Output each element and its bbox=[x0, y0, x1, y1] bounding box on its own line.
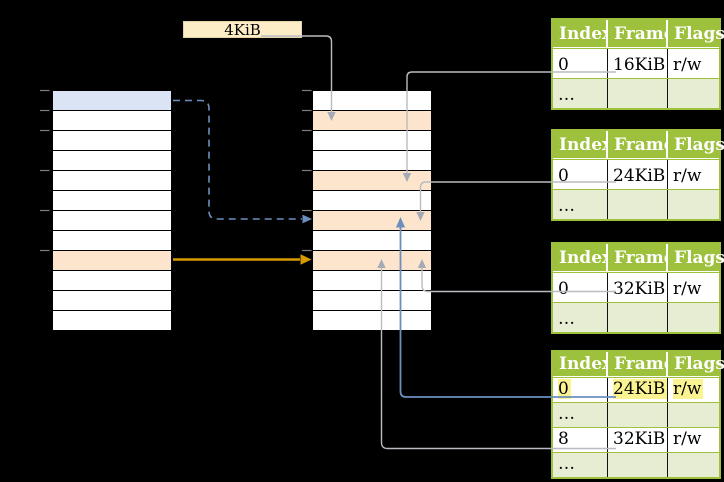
cell-frame bbox=[608, 303, 668, 332]
cell-index: … bbox=[553, 190, 608, 219]
page-size-label-box: 4KiB bbox=[183, 20, 302, 39]
arrowhead-l1-orange bbox=[300, 254, 312, 265]
cell-flags: r/w bbox=[668, 428, 719, 452]
column-header-frame: Frame bbox=[608, 20, 675, 48]
cell-index: 0 bbox=[553, 160, 608, 189]
cell-index: 0 bbox=[553, 378, 608, 402]
cell-frame: 32KiB bbox=[608, 428, 668, 452]
table-row: … bbox=[553, 452, 719, 477]
memory-cell-white bbox=[313, 311, 431, 330]
column-header-flags: Flags bbox=[668, 131, 724, 159]
tick-marks-level1 bbox=[40, 89, 50, 252]
highlighted-value: 24KiB bbox=[613, 379, 667, 399]
cell-index: 0 bbox=[553, 273, 608, 302]
cell-index: 8 bbox=[553, 428, 608, 452]
cell-flags bbox=[668, 303, 719, 332]
cell-flags: r/w bbox=[668, 49, 719, 78]
level2-memory-table bbox=[312, 90, 432, 331]
column-header-index: Index bbox=[553, 244, 612, 272]
cell-flags: r/w bbox=[668, 160, 719, 189]
cell-frame: 32KiB bbox=[608, 273, 668, 302]
memory-cell-white bbox=[53, 111, 171, 131]
memory-cell-white bbox=[313, 131, 431, 151]
column-header-flags: Flags bbox=[668, 20, 724, 48]
memory-cell-blue bbox=[53, 91, 171, 111]
arrowhead-l1-blue bbox=[302, 214, 312, 224]
table-row: … bbox=[553, 402, 719, 427]
column-header-frame: Frame bbox=[608, 244, 675, 272]
cell-flags bbox=[668, 403, 719, 427]
cell-flags: r/w bbox=[668, 378, 719, 402]
cell-flags bbox=[668, 190, 719, 219]
cell-index: 0 bbox=[553, 49, 608, 78]
cell-index: … bbox=[553, 79, 608, 108]
column-header-flags: Flags bbox=[668, 352, 724, 377]
memory-cell-white bbox=[53, 211, 171, 231]
cell-frame bbox=[608, 453, 668, 477]
level1-memory-table bbox=[52, 90, 172, 331]
cell-index: … bbox=[553, 303, 608, 332]
memory-cell-white bbox=[53, 311, 171, 330]
tick-marks-level2 bbox=[302, 89, 312, 252]
highlighted-value: r/w bbox=[673, 379, 704, 399]
memory-cell-white bbox=[53, 231, 171, 251]
cell-frame bbox=[608, 79, 668, 108]
cell-flags bbox=[668, 453, 719, 477]
memory-cell-white bbox=[313, 271, 431, 291]
column-header-index: Index bbox=[553, 20, 612, 48]
memory-cell-white bbox=[53, 291, 171, 311]
memory-cell-white bbox=[313, 231, 431, 251]
memory-cell-white bbox=[313, 91, 431, 111]
column-header-frame: Frame bbox=[608, 352, 675, 377]
table-row: … bbox=[553, 302, 719, 332]
memory-cell-white bbox=[53, 151, 171, 171]
table-row: 0 24KiB r/w bbox=[553, 377, 719, 402]
memory-cell-orange bbox=[313, 111, 431, 131]
cell-frame: 24KiB bbox=[608, 378, 668, 402]
memory-cell-orange bbox=[313, 211, 431, 231]
memory-cell-white bbox=[53, 131, 171, 151]
memory-cell-white bbox=[53, 171, 171, 191]
column-header-index: Index bbox=[553, 131, 612, 159]
highlighted-value: 0 bbox=[558, 379, 571, 399]
memory-cell-white bbox=[53, 191, 171, 211]
cell-flags bbox=[668, 79, 719, 108]
table-row: … bbox=[553, 78, 719, 108]
cell-frame bbox=[608, 403, 668, 427]
cell-frame bbox=[608, 190, 668, 219]
memory-cell-orange bbox=[313, 171, 431, 191]
page-size-label: 4KiB bbox=[224, 20, 261, 39]
memory-cell-white bbox=[313, 191, 431, 211]
memory-cell-white bbox=[53, 271, 171, 291]
table-row: … bbox=[553, 189, 719, 219]
memory-cell-white bbox=[313, 291, 431, 311]
memory-cell-white bbox=[313, 151, 431, 171]
memory-cell-orange bbox=[313, 251, 431, 271]
cell-frame: 16KiB bbox=[608, 49, 668, 78]
cell-index: … bbox=[553, 453, 608, 477]
column-header-frame: Frame bbox=[608, 131, 675, 159]
memory-cell-orange bbox=[53, 251, 171, 271]
column-header-flags: Flags bbox=[668, 244, 724, 272]
connector-l1-blue-dashed-arrow bbox=[173, 99, 302, 220]
cell-flags: r/w bbox=[668, 273, 719, 302]
cell-index: … bbox=[553, 403, 608, 427]
cell-frame: 24KiB bbox=[608, 160, 668, 189]
column-header-index: Index bbox=[553, 352, 612, 377]
